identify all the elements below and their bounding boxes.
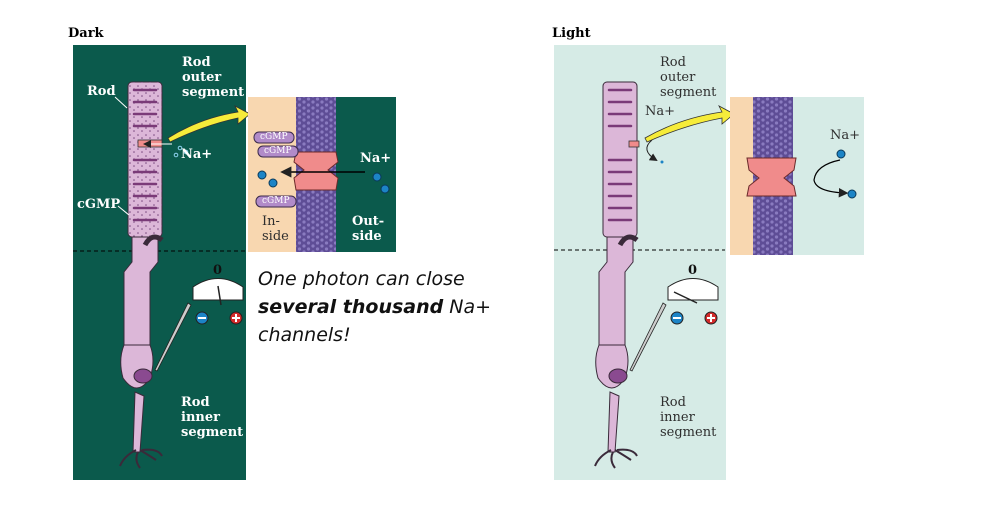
- light-rod-outer-segment-label: Rod outer segment: [660, 55, 716, 100]
- dark-na-label: Na+: [181, 147, 213, 162]
- light-rod-cell: [594, 81, 664, 469]
- caption-text: One photon can close several thousand Na…: [258, 265, 518, 349]
- label-line: segment: [660, 85, 717, 100]
- caption-line-3: channels!: [258, 324, 351, 346]
- caption-line-1: One photon can close: [258, 268, 465, 290]
- caption-line-2: several thousand Na+: [258, 293, 518, 321]
- label-line: side: [262, 229, 289, 244]
- label-line: Rod: [182, 55, 211, 70]
- caption-line-2-rest: Na+: [443, 296, 492, 318]
- label-line: Rod: [181, 395, 210, 410]
- dark-rod-leader: [114, 96, 128, 109]
- label-line: segment: [660, 425, 717, 440]
- dark-rod-cell: [119, 81, 189, 469]
- light-voltmeter: [629, 278, 719, 372]
- caption-bold: several thousand: [258, 296, 444, 318]
- light-panel-title: Light: [552, 26, 591, 41]
- light-panel: [554, 45, 864, 480]
- label-line: outer: [182, 70, 222, 85]
- dark-voltmeter: [154, 278, 244, 372]
- dark-panel-title: Dark: [68, 26, 104, 41]
- light-inset-na-label: Na+: [830, 128, 861, 143]
- inside-label: In- side: [262, 214, 289, 244]
- outside-label: Out- side: [352, 214, 384, 244]
- dark-panel: [73, 45, 396, 480]
- dark-rod-label: Rod: [87, 84, 116, 99]
- light-meter-zero: 0: [688, 263, 698, 278]
- dark-cgmp-label: cGMP: [77, 197, 121, 212]
- label-line: side: [352, 229, 382, 244]
- label-line: In-: [262, 214, 280, 229]
- dark-membrane-inset: [248, 97, 396, 252]
- cgmp-tag-3: cGMP: [262, 196, 290, 206]
- dark-rod-outer-segment-label: Rod outer segment: [182, 55, 244, 100]
- light-na-label: Na+: [645, 104, 676, 119]
- dark-yellow-arrow: [167, 105, 251, 143]
- label-line: Out-: [352, 214, 385, 229]
- dark-meter-zero: 0: [213, 263, 223, 278]
- cgmp-tag-1: cGMP: [260, 132, 288, 142]
- label-line: outer: [660, 70, 696, 85]
- label-line: segment: [181, 425, 244, 440]
- label-line: segment: [182, 85, 245, 100]
- label-line: inner: [181, 410, 220, 425]
- dark-inset-na-label: Na+: [360, 151, 392, 166]
- label-line: Rod: [660, 55, 686, 70]
- light-rod-inner-segment-label: Rod inner segment: [660, 395, 716, 440]
- label-line: inner: [660, 410, 695, 425]
- dark-rod-inner-segment-label: Rod inner segment: [181, 395, 243, 440]
- dark-cgmp-leader: [117, 205, 130, 216]
- label-line: Rod: [660, 395, 686, 410]
- light-membrane-inset: [730, 97, 864, 255]
- cgmp-tag-2: cGMP: [264, 146, 292, 156]
